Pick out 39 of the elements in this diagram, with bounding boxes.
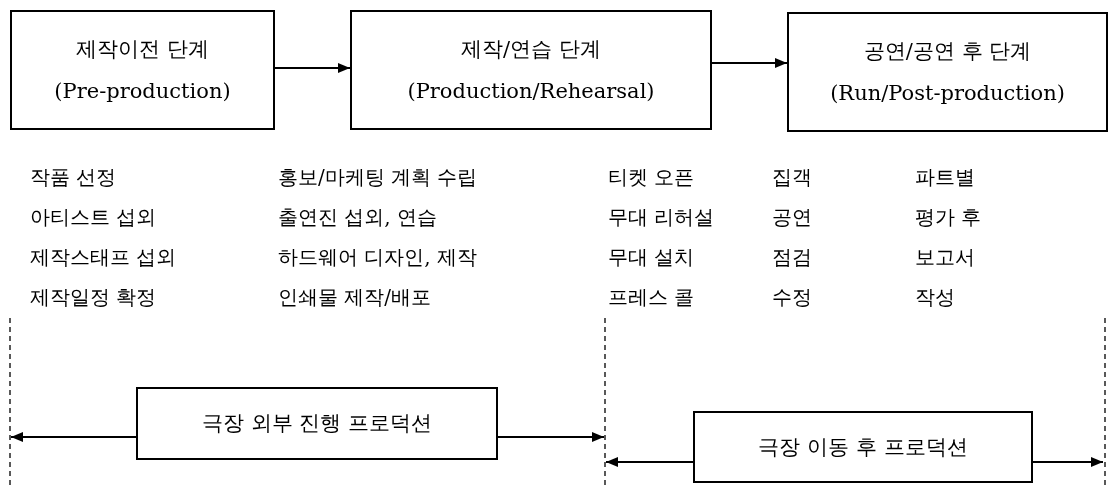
stage-box: [10, 10, 275, 130]
task-text: 점검: [772, 245, 812, 270]
arrow: [605, 457, 694, 467]
arrow: [274, 63, 351, 73]
task-text: 작성: [915, 285, 955, 310]
stage-box: [350, 10, 712, 130]
task-text: 집객: [772, 165, 812, 190]
task-text: 무대 리허설: [608, 205, 715, 230]
box-text: (Pre-production): [54, 78, 231, 105]
box-text: 공연/공연 후 단계: [863, 37, 1032, 64]
task-text: 파트별: [915, 165, 975, 190]
task-text: 평가 후: [915, 205, 982, 230]
task-text: 티켓 오픈: [608, 165, 695, 190]
arrow: [1032, 457, 1104, 467]
stage-box: [787, 12, 1108, 132]
task-text: 프레스 콜: [608, 285, 695, 310]
task-text: 인쇄물 제작/배포: [278, 285, 432, 310]
task-text: 공연: [772, 205, 812, 230]
task-text: 홍보/마케팅 계획 수립: [278, 165, 478, 190]
box-text: (Run/Post-production): [830, 80, 1065, 107]
stage-box: [693, 411, 1033, 483]
stage-box: [136, 387, 498, 460]
box-text: (Production/Rehearsal): [407, 78, 655, 105]
arrow: [497, 432, 605, 442]
task-text: 제작스태프 섭외: [30, 245, 177, 270]
box-text: 극장 외부 진행 프로덕션: [202, 410, 432, 437]
task-text: 작품 선정: [30, 165, 117, 190]
task-text: 출연진 섭외, 연습: [278, 205, 438, 230]
task-text: 제작일정 확정: [30, 285, 157, 310]
task-text: 하드웨어 디자인, 제작: [278, 245, 478, 270]
arrow: [711, 58, 788, 68]
task-text: 수정: [772, 285, 812, 310]
box-text: 제작이전 단계: [76, 35, 209, 62]
arrow: [10, 432, 137, 442]
task-text: 아티스트 섭외: [30, 205, 157, 230]
box-text: 극장 이동 후 프로덕션: [758, 433, 968, 461]
task-text: 무대 설치: [608, 245, 695, 270]
box-text: 제작/연습 단계: [461, 35, 601, 62]
task-text: 보고서: [915, 245, 975, 270]
